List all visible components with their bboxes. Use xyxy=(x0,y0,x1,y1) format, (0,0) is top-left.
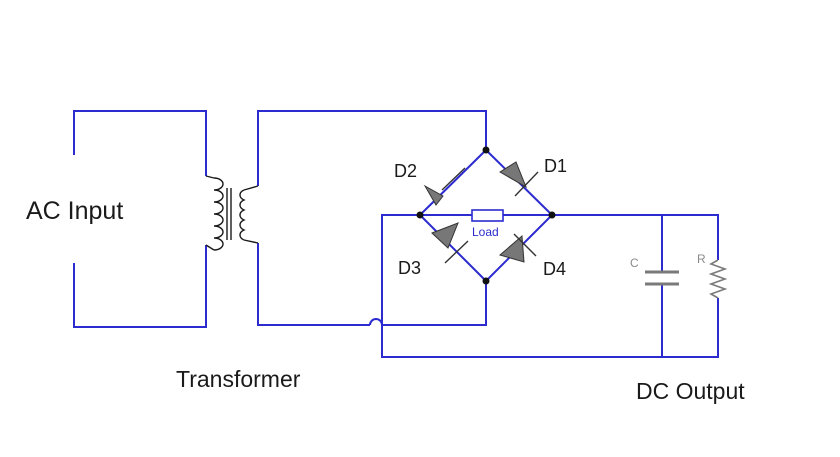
secondary-wire-bottom-2 xyxy=(382,281,487,326)
node-bottom xyxy=(482,277,490,285)
transformer-symbol xyxy=(205,175,259,251)
diode-d2 xyxy=(423,167,466,206)
bridge-d2-branch xyxy=(419,149,487,216)
load-resistor xyxy=(471,209,504,222)
resistor-symbol xyxy=(708,259,728,299)
junction-nodes xyxy=(416,146,556,285)
label-capacitor: C xyxy=(630,256,639,270)
diode-d4 xyxy=(498,233,537,263)
label-d3: D3 xyxy=(398,258,421,278)
label-resistor: R xyxy=(697,252,706,266)
label-d1: D1 xyxy=(544,156,567,176)
dc-wire-top xyxy=(552,214,719,260)
ac-wire-top xyxy=(73,110,207,176)
ac-input-label: AC Input xyxy=(26,197,124,225)
secondary-wire-bottom xyxy=(257,243,370,326)
secondary-wire-top xyxy=(257,110,487,186)
wires xyxy=(73,110,719,358)
diode-d3 xyxy=(431,222,469,264)
label-d2: D2 xyxy=(394,161,417,181)
diode-d1 xyxy=(499,161,539,197)
label-d4: D4 xyxy=(543,259,566,279)
ac-wire-bottom xyxy=(73,245,207,328)
node-left xyxy=(416,211,424,219)
transformer-label: Transformer xyxy=(176,366,301,392)
node-right xyxy=(548,211,556,219)
bridge-d3-branch xyxy=(419,214,487,282)
dc-output-label: DC Output xyxy=(636,378,745,404)
label-load: Load xyxy=(472,225,499,239)
dc-wire-left xyxy=(381,214,719,358)
capacitor-symbol xyxy=(645,270,679,286)
wire-crossover xyxy=(369,318,383,326)
node-top xyxy=(482,146,490,154)
